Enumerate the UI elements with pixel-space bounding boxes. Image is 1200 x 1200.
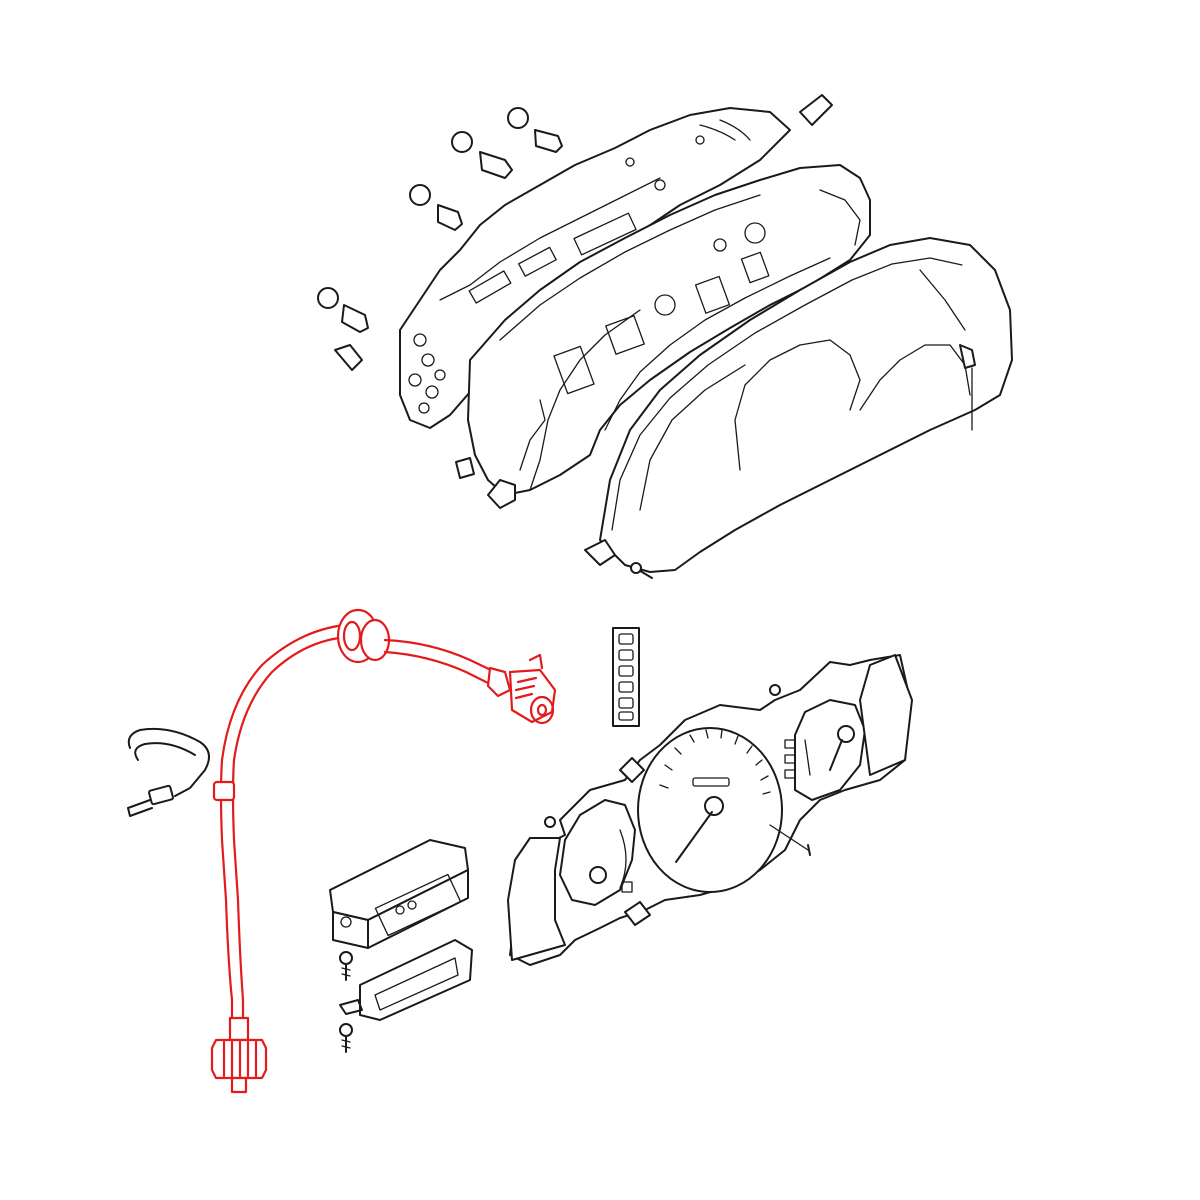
cable-sleeve <box>212 780 236 802</box>
cable-grommet <box>336 608 391 664</box>
cable-gauge-end-connector <box>486 653 557 725</box>
speedometer-dial <box>637 727 809 893</box>
cable-transmission-end-nut <box>210 1016 268 1094</box>
bulb-socket-3 <box>409 184 463 231</box>
cluster-case <box>467 164 871 509</box>
indicator-module <box>329 839 469 949</box>
clip-lower <box>455 457 475 479</box>
warning-lamp-strip <box>612 627 640 727</box>
cable-tie <box>127 727 210 817</box>
screws <box>339 951 353 1053</box>
lower-trim-piece <box>339 939 473 1021</box>
gauge-dial-plate <box>507 654 913 966</box>
bulb-socket-5 <box>334 344 363 371</box>
bulb-socket-1 <box>451 131 513 179</box>
right-small-gauge <box>784 699 866 801</box>
cluster-lens <box>584 237 1013 573</box>
clip-part <box>799 94 833 126</box>
instrument-cluster-exploded-assembly <box>317 94 1013 579</box>
screw-lower <box>630 562 653 579</box>
screw-1 <box>339 951 353 981</box>
bulb-socket-4 <box>317 287 369 333</box>
speedometer-cable[interactable] <box>210 608 557 1094</box>
left-small-gauge <box>559 799 636 906</box>
bulb-socket-2 <box>507 107 563 153</box>
screw-2 <box>339 1023 353 1053</box>
bulb-sockets <box>317 94 833 579</box>
